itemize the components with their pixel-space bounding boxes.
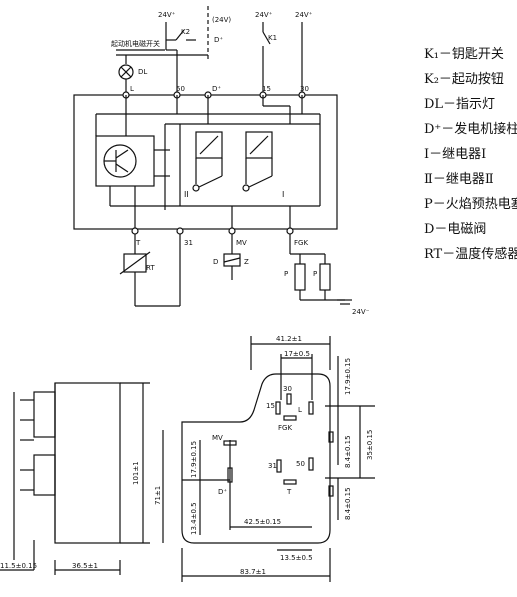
pin-label: 50: [296, 460, 305, 468]
dim-42-5: 42.5±0.15: [244, 518, 281, 526]
connector-block: [33, 454, 56, 496]
dim-17-9a: 17.9±0.15: [344, 358, 352, 395]
pin-fgk: [283, 415, 297, 421]
v24-minus-label: 24V⁻: [352, 308, 370, 316]
legend-item: D⁺－发电机接柱: [424, 122, 517, 137]
terminal-label: FGK: [294, 239, 308, 247]
supply-label: (24V): [212, 16, 231, 24]
dim-11-5: 11.5±0.15: [0, 562, 37, 570]
pin-label: 31: [268, 462, 277, 470]
k1-label: K1: [268, 34, 277, 42]
terminal-label: 50: [176, 85, 185, 93]
dim-8-4a: 8.4±0.15: [344, 435, 352, 468]
dim-13-5: 13.5±0.5: [280, 554, 313, 562]
side-view-drawing: 101±1 71±1 36.5±1 11.5±0.15: [0, 382, 164, 575]
front-view-drawing: 41.2±1 17±0.5 17.9±0.15 8.4±0.15 35±0.15…: [181, 335, 375, 582]
dl-label: DL: [138, 68, 147, 76]
pin-t: [283, 479, 297, 485]
dim-101: 101±1: [132, 461, 140, 485]
dim-17-9b: 17.9±0.15: [190, 441, 198, 478]
terminal: [176, 227, 184, 235]
legend-item: D－电磁阀: [424, 222, 487, 237]
contact: [192, 184, 200, 192]
starter-solenoid-label: 起动机电磁开关: [111, 39, 160, 48]
terminal-label: 15: [262, 85, 271, 93]
pin-mv: [223, 440, 237, 446]
pin-dplus: [227, 467, 233, 483]
pin-marker: [328, 431, 334, 443]
legend: K₁－钥匙开关 K₂－起动按钮 DL－指示灯 D⁺－发电机接柱 Ⅰ－继电器Ⅰ Ⅱ…: [424, 42, 517, 267]
legend-item: Ⅰ－继电器Ⅰ: [424, 147, 487, 162]
dim-17: 17±0.5: [284, 350, 310, 358]
z-label: Z: [244, 258, 249, 266]
pin-31: [276, 459, 282, 473]
dim-13-4: 13.4±0.5: [190, 502, 198, 535]
pin-label: 30: [283, 385, 292, 393]
dim-41-2: 41.2±1: [276, 335, 302, 343]
relay-1-label: I: [282, 190, 284, 199]
supply-label: 24V⁺: [295, 11, 313, 19]
supply-label: 24V⁺: [158, 11, 176, 19]
glow-plug: [294, 263, 306, 291]
dim-36-5: 36.5±1: [72, 562, 98, 570]
dim-83-7: 83.7±1: [240, 568, 266, 576]
connector-block: [33, 391, 56, 438]
p-label: P: [284, 270, 288, 278]
relay-2-label: II: [184, 190, 189, 199]
control-ic: [95, 135, 155, 187]
legend-item: P－火焰预热电塞: [424, 197, 517, 212]
dim-71: 71±1: [154, 486, 162, 505]
terminal-label: 30: [300, 85, 309, 93]
glow-plug: [319, 263, 331, 291]
dim-8-4b: 8.4±0.15: [344, 487, 352, 520]
pin-30: [286, 393, 292, 405]
legend-item: Ⅱ－继电器Ⅱ: [424, 172, 494, 187]
contact: [242, 184, 250, 192]
dplus-top-label: D⁺: [214, 36, 223, 44]
terminal-label: L: [130, 85, 134, 93]
terminal-label: D⁺: [212, 85, 221, 93]
terminal: [286, 227, 294, 235]
d-label: D: [213, 258, 218, 266]
wiring-schematic: 24V⁺ (24V) 24V⁺ 24V⁺ K2 K1 D⁺ 起动机电磁开关 DL: [73, 6, 370, 316]
dim-35: 35±0.15: [366, 430, 374, 460]
rt-label: RT: [146, 264, 155, 272]
legend-item: RT－温度传感器: [424, 247, 517, 262]
pin-marker: [328, 485, 334, 497]
relay-1-coil: [245, 131, 273, 159]
module-outline: [181, 373, 331, 544]
pin-label: 15: [266, 402, 275, 410]
pin-50: [308, 457, 314, 471]
legend-item: K₁－钥匙开关: [424, 47, 504, 62]
pin-label: D⁺: [218, 488, 227, 496]
pin-label: FGK: [278, 424, 292, 432]
legend-item: DL－指示灯: [424, 97, 496, 112]
relay-2-coil: [195, 131, 223, 159]
terminal-label: T: [135, 239, 141, 247]
terminal-label: 31: [184, 239, 193, 247]
p-label: P: [313, 270, 317, 278]
pin-label: L: [298, 406, 302, 414]
terminal: [228, 227, 236, 235]
pin-l: [308, 401, 314, 415]
pin-label: MV: [212, 434, 223, 442]
terminal-label: MV: [236, 239, 247, 247]
pin-label: T: [286, 488, 292, 496]
controller-module: [73, 94, 338, 230]
pin-15: [275, 401, 281, 415]
terminal: [131, 227, 139, 235]
supply-label: 24V⁺: [255, 11, 273, 19]
legend-item: K₂－起动按钮: [424, 72, 504, 87]
module-side-body: [54, 382, 121, 544]
k2-label: K2: [181, 28, 190, 36]
